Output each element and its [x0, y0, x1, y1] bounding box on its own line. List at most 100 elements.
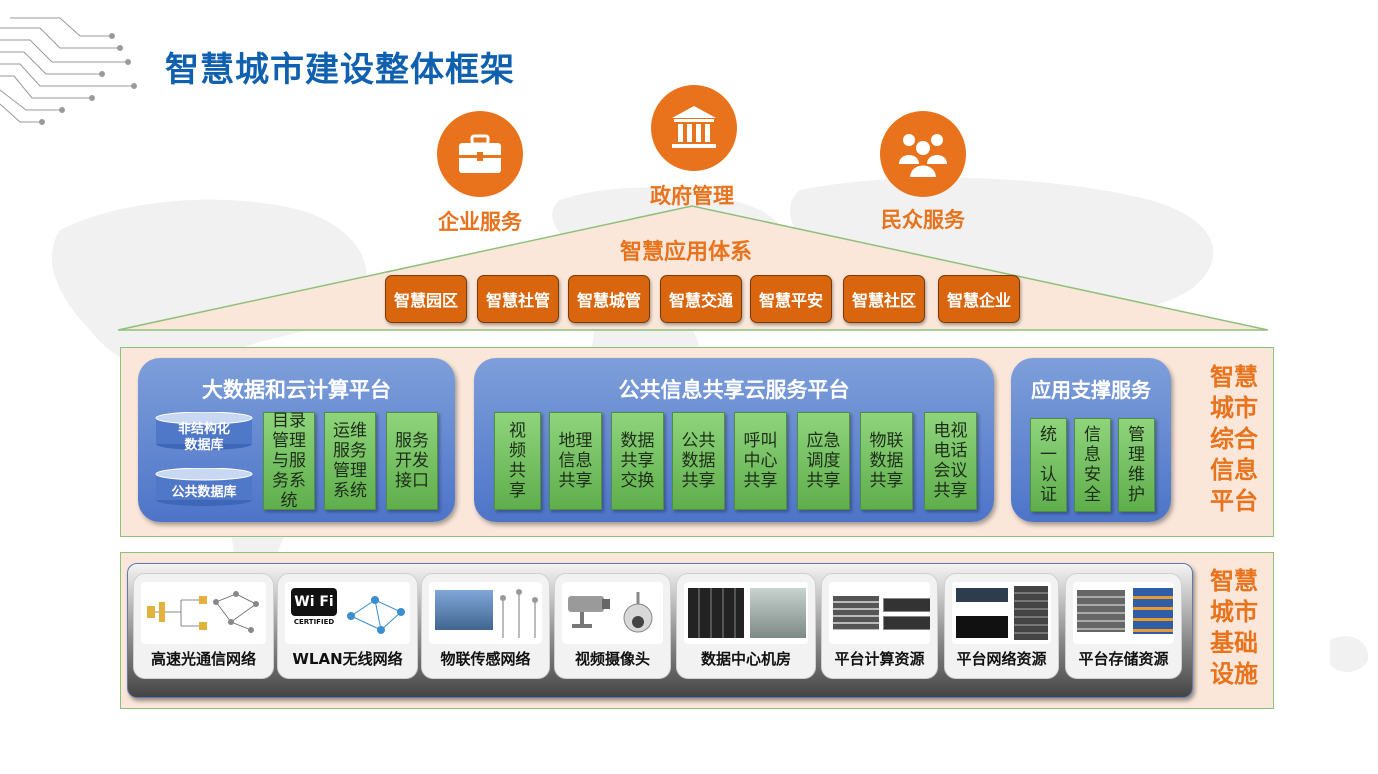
- briefcase-icon: [459, 134, 501, 173]
- machine-room-image: [750, 588, 806, 638]
- rack-server-image: [883, 598, 930, 612]
- info-platform-side-label-line: 城市: [1210, 394, 1258, 422]
- unified-auth-label: 统 一 认 证: [1040, 425, 1057, 505]
- enterprise-service-label: 企业服务: [438, 210, 522, 234]
- info-platform-side-label-line: 综合: [1210, 425, 1258, 453]
- infrastructure-side-label: 智慧 城市 基础 设施: [1206, 566, 1262, 690]
- video-conference-sharing-label: 电视 电话 会议 共享: [933, 421, 968, 501]
- optical-network-diagram-image: [141, 582, 266, 644]
- government-management-icon: [651, 85, 737, 171]
- wlan-topology-icon: [347, 596, 405, 634]
- infra-card-datacenter: 数据中心机房: [676, 573, 816, 679]
- database-cylinder-icon: [155, 411, 253, 450]
- public-data-sharing-label: 公共 数据 共享: [681, 431, 716, 491]
- infra-card-network: 平台网络资源: [944, 573, 1059, 679]
- circuit-lines-decoration: [0, 17, 137, 125]
- bank-building-icon: [672, 106, 716, 148]
- data-exchange-box: 数据 共享 交换: [611, 412, 664, 510]
- unstructured-database: 非结构化 数据库: [154, 411, 254, 453]
- surveillance-camera-icon: [568, 592, 653, 633]
- citizen-service-icon: [880, 111, 966, 197]
- call-center-sharing-box: 呼叫 中心 共享: [734, 412, 787, 510]
- storage-resources-image: [1073, 582, 1174, 644]
- app-button-community[interactable]: 智慧社区: [843, 275, 925, 323]
- datacenter-image: [684, 582, 808, 644]
- unified-auth-box: 统 一 认 证: [1030, 418, 1067, 512]
- unstructured-database-label: 非结构化 数据库: [177, 422, 230, 453]
- emergency-dispatch-label: 应急 调度 共享: [806, 431, 841, 491]
- wifi-certified-text: CERTIFIED: [293, 618, 335, 626]
- video-conference-sharing-box: 电视 电话 会议 共享: [924, 412, 977, 510]
- info-security-label: 信 息 安 全: [1084, 425, 1101, 505]
- catalog-management-box: 目录 管理 与服 务系 统: [263, 411, 315, 511]
- geo-info-sharing-label: 地理 信息 共享: [558, 431, 593, 491]
- wifi-logo: Wi Fi: [291, 588, 337, 616]
- wlan-image: Wi Fi CERTIFIED: [285, 582, 410, 644]
- city-skyline-image: [435, 590, 493, 630]
- ops-service-management-label: 运维 服务 管理 系统: [333, 421, 367, 501]
- infrastructure-side-label-line: 智慧: [1210, 567, 1258, 595]
- infrastructure-side-label-line: 基础: [1210, 629, 1258, 657]
- server-racks-image: [688, 588, 744, 638]
- iot-data-sharing-label: 物联 数据 共享: [869, 431, 904, 491]
- blade-server-image: [833, 596, 879, 630]
- camera-label: 视频摄像头: [574, 650, 650, 668]
- camera-image: [562, 582, 663, 644]
- people-group-icon: [899, 134, 947, 179]
- info-platform-side-label-line: 信息: [1210, 456, 1258, 484]
- storage-cabinet-image: [1133, 588, 1173, 634]
- infrastructure-side-label-line: 设施: [1210, 660, 1258, 688]
- app-button-urban-management[interactable]: 智慧城管: [568, 275, 650, 323]
- public-database-label: 公共数据库: [171, 485, 237, 500]
- sharing-cloud-platform-title: 公共信息共享云服务平台: [618, 378, 850, 402]
- compute-resources-label: 平台计算资源: [834, 650, 925, 668]
- network-resources-label: 平台网络资源: [956, 650, 1047, 668]
- public-database: 公共数据库: [154, 467, 254, 506]
- wifi-logo-text: Wi Fi: [294, 594, 334, 610]
- government-management-label: 政府管理: [650, 184, 734, 208]
- info-platform-side-label: 智慧 城市 综合 信息 平台: [1206, 362, 1262, 517]
- enterprise-service-icon: [437, 111, 523, 197]
- infra-card-compute: 平台计算资源: [821, 573, 938, 679]
- video-sharing-box: 视 频 共 享: [494, 412, 541, 510]
- bigdata-platform-title: 大数据和云计算平台: [202, 378, 391, 402]
- info-security-box: 信 息 安 全: [1074, 418, 1111, 512]
- emergency-dispatch-box: 应急 调度 共享: [797, 412, 850, 510]
- router-image: [956, 616, 1008, 638]
- citizen-service-label: 民众服务: [881, 208, 965, 232]
- infrastructure-side-label-line: 城市: [1210, 598, 1258, 626]
- app-button-enterprise[interactable]: 智慧企业: [938, 275, 1020, 323]
- infra-card-wlan: Wi Fi CERTIFIED WLAN无线网络: [277, 573, 418, 679]
- page-title: 智慧城市建设整体框架: [165, 50, 515, 90]
- info-platform-side-label-line: 智慧: [1210, 363, 1258, 391]
- public-data-sharing-box: 公共 数据 共享: [672, 412, 725, 510]
- app-button-social-management[interactable]: 智慧社管: [477, 275, 559, 323]
- iot-data-sharing-box: 物联 数据 共享: [860, 412, 913, 510]
- database-cylinder-icon: [155, 467, 253, 506]
- geo-info-sharing-box: 地理 信息 共享: [549, 412, 602, 510]
- iot-sensor-image: [429, 582, 542, 644]
- infra-card-storage: 平台存储资源: [1065, 573, 1182, 679]
- wlan-label: WLAN无线网络: [292, 650, 403, 668]
- sensor-nodes-icon: [500, 589, 538, 638]
- app-button-traffic[interactable]: 智慧交通: [660, 275, 742, 323]
- optical-network-label: 高速光通信网络: [150, 650, 256, 668]
- video-sharing-label: 视 频 共 享: [509, 421, 526, 501]
- catalog-management-label: 目录 管理 与服 务系 统: [272, 411, 306, 511]
- app-system-title: 智慧应用体系: [620, 240, 753, 265]
- rack-server-image: [883, 616, 930, 630]
- app-button-park[interactable]: 智慧园区: [385, 275, 467, 323]
- infra-card-camera: 视频摄像头: [554, 573, 671, 679]
- iot-sensor-label: 物联传感网络: [440, 650, 531, 668]
- storage-array-image: [1077, 590, 1125, 632]
- data-exchange-label: 数据 共享 交换: [620, 431, 655, 491]
- infra-card-optical-network: 高速光通信网络: [133, 573, 274, 679]
- service-dev-interface-label: 服务 开发 接口: [395, 431, 429, 491]
- datacenter-label: 数据中心机房: [700, 650, 791, 668]
- service-dev-interface-box: 服务 开发 接口: [386, 412, 438, 510]
- app-button-public-safety[interactable]: 智慧平安: [750, 275, 832, 323]
- ops-service-management-box: 运维 服务 管理 系统: [324, 412, 376, 510]
- network-chassis-image: [1014, 586, 1048, 640]
- network-resources-image: [952, 582, 1051, 644]
- compute-resources-image: [829, 582, 930, 644]
